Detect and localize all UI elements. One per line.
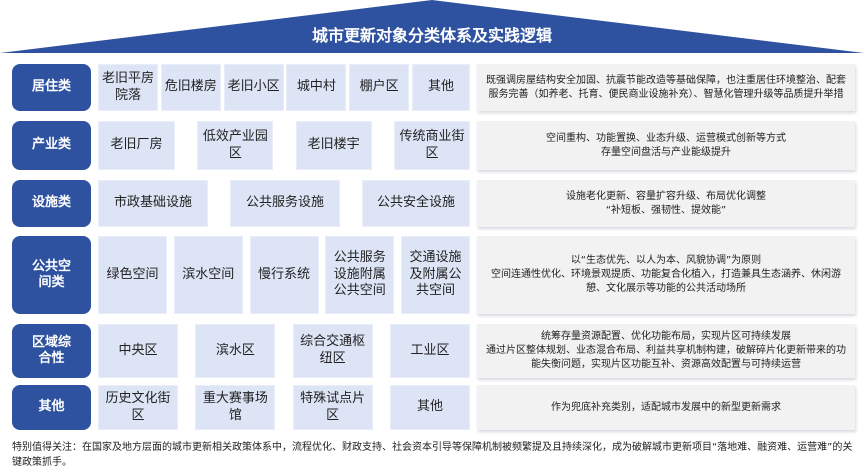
category-description: 作为兜底补充类别，适配城市发展中的新型更新需求 (477, 385, 855, 430)
category-row: 居住类老旧平房院落危旧楼房老旧小区城中村棚户区其他既强调房屋结构安全加固、抗震节… (12, 64, 855, 111)
object-item: 老旧楼宇 (295, 121, 372, 170)
category-description: 以“生态优先、以人为本、风貌协调”为原则 空间连通性优化、环境景观提质、功能复合… (477, 236, 855, 314)
category-row: 公共空间类绿色空间滨水空间慢行系统公共服务设施附属公共空间交通设施及附属公共空间… (12, 236, 855, 314)
object-item: 其他 (389, 385, 470, 430)
object-item: 重大赛事场馆 (195, 385, 276, 430)
object-item: 传统商业街区 (393, 121, 470, 170)
object-item: 慢行系统 (249, 236, 319, 314)
object-item: 公共服务设施附属公共空间 (325, 236, 395, 314)
object-item: 工业区 (389, 324, 470, 378)
object-item: 公共服务设施 (230, 180, 340, 227)
object-item: 滨水区 (195, 324, 276, 378)
object-item: 特殊试点片区 (292, 385, 373, 430)
object-item: 市政基础设施 (98, 180, 208, 227)
object-item: 交通设施及附属公共空间 (401, 236, 470, 314)
roof-banner (0, 0, 864, 53)
category-label: 设施类 (12, 180, 91, 227)
category-row: 区域综合性中央区滨水区综合交通枢纽区工业区统筹存量资源配置、优化功能布局，实现片… (12, 324, 855, 378)
item-group: 绿色空间滨水空间慢行系统公共服务设施附属公共空间交通设施及附属公共空间 (98, 236, 470, 314)
category-label: 产业类 (12, 121, 91, 170)
object-item: 历史文化街区 (98, 385, 178, 430)
object-item: 绿色空间 (98, 236, 167, 314)
category-label: 其他 (12, 385, 91, 430)
category-row: 产业类老旧厂房低效产业园区老旧楼宇传统商业街区空间重构、功能置换、业态升级、运营… (12, 121, 855, 170)
object-item: 城中村 (286, 64, 347, 111)
category-row: 设施类市政基础设施公共服务设施公共安全设施设施老化更新、容量扩容升级、布局优化调… (12, 180, 855, 227)
object-item: 老旧小区 (223, 64, 284, 111)
category-description: 设施老化更新、容量扩容升级、布局优化调整 “补短板、强韧性、提效能” (477, 180, 855, 227)
category-description: 统筹存量资源配置、优化功能布局，实现片区可持续发展 通过片区整体规划、业态混合布… (477, 324, 855, 378)
object-item: 中央区 (98, 324, 178, 378)
category-label: 区域综合性 (12, 324, 91, 378)
object-item: 危旧楼房 (160, 64, 221, 111)
item-group: 中央区滨水区综合交通枢纽区工业区 (98, 324, 470, 378)
object-item: 棚户区 (349, 64, 410, 111)
object-item: 滨水空间 (173, 236, 243, 314)
category-row: 其他历史文化街区重大赛事场馆特殊试点片区其他作为兜底补充类别，适配城市发展中的新… (12, 385, 855, 430)
object-item: 老旧厂房 (98, 121, 175, 170)
item-group: 历史文化街区重大赛事场馆特殊试点片区其他 (98, 385, 470, 430)
category-label: 公共空间类 (12, 236, 91, 314)
object-item: 低效产业园区 (197, 121, 274, 170)
item-group: 老旧平房院落危旧楼房老旧小区城中村棚户区其他 (98, 64, 470, 111)
item-group: 市政基础设施公共服务设施公共安全设施 (98, 180, 470, 227)
category-label: 居住类 (12, 64, 91, 111)
diagram-title: 城市更新对象分类体系及实践逻辑 (311, 26, 552, 45)
object-item: 公共安全设施 (362, 180, 470, 227)
object-item: 其他 (411, 64, 470, 111)
category-description: 既强调房屋结构安全加固、抗震节能改造等基础保障，也注重居住环境整治、配套服务完善… (477, 64, 855, 111)
category-description: 空间重构、功能置换、业态升级、运营模式创新等方式 存量空间盘活与产业能级提升 (477, 121, 855, 170)
footnote: 特别值得关注：在国家及地方层面的城市更新相关政策体系中，流程优化、财政支持、社会… (12, 442, 853, 468)
object-item: 老旧平房院落 (98, 64, 158, 111)
item-group: 老旧厂房低效产业园区老旧楼宇传统商业街区 (98, 121, 470, 170)
object-item: 综合交通枢纽区 (292, 324, 373, 378)
